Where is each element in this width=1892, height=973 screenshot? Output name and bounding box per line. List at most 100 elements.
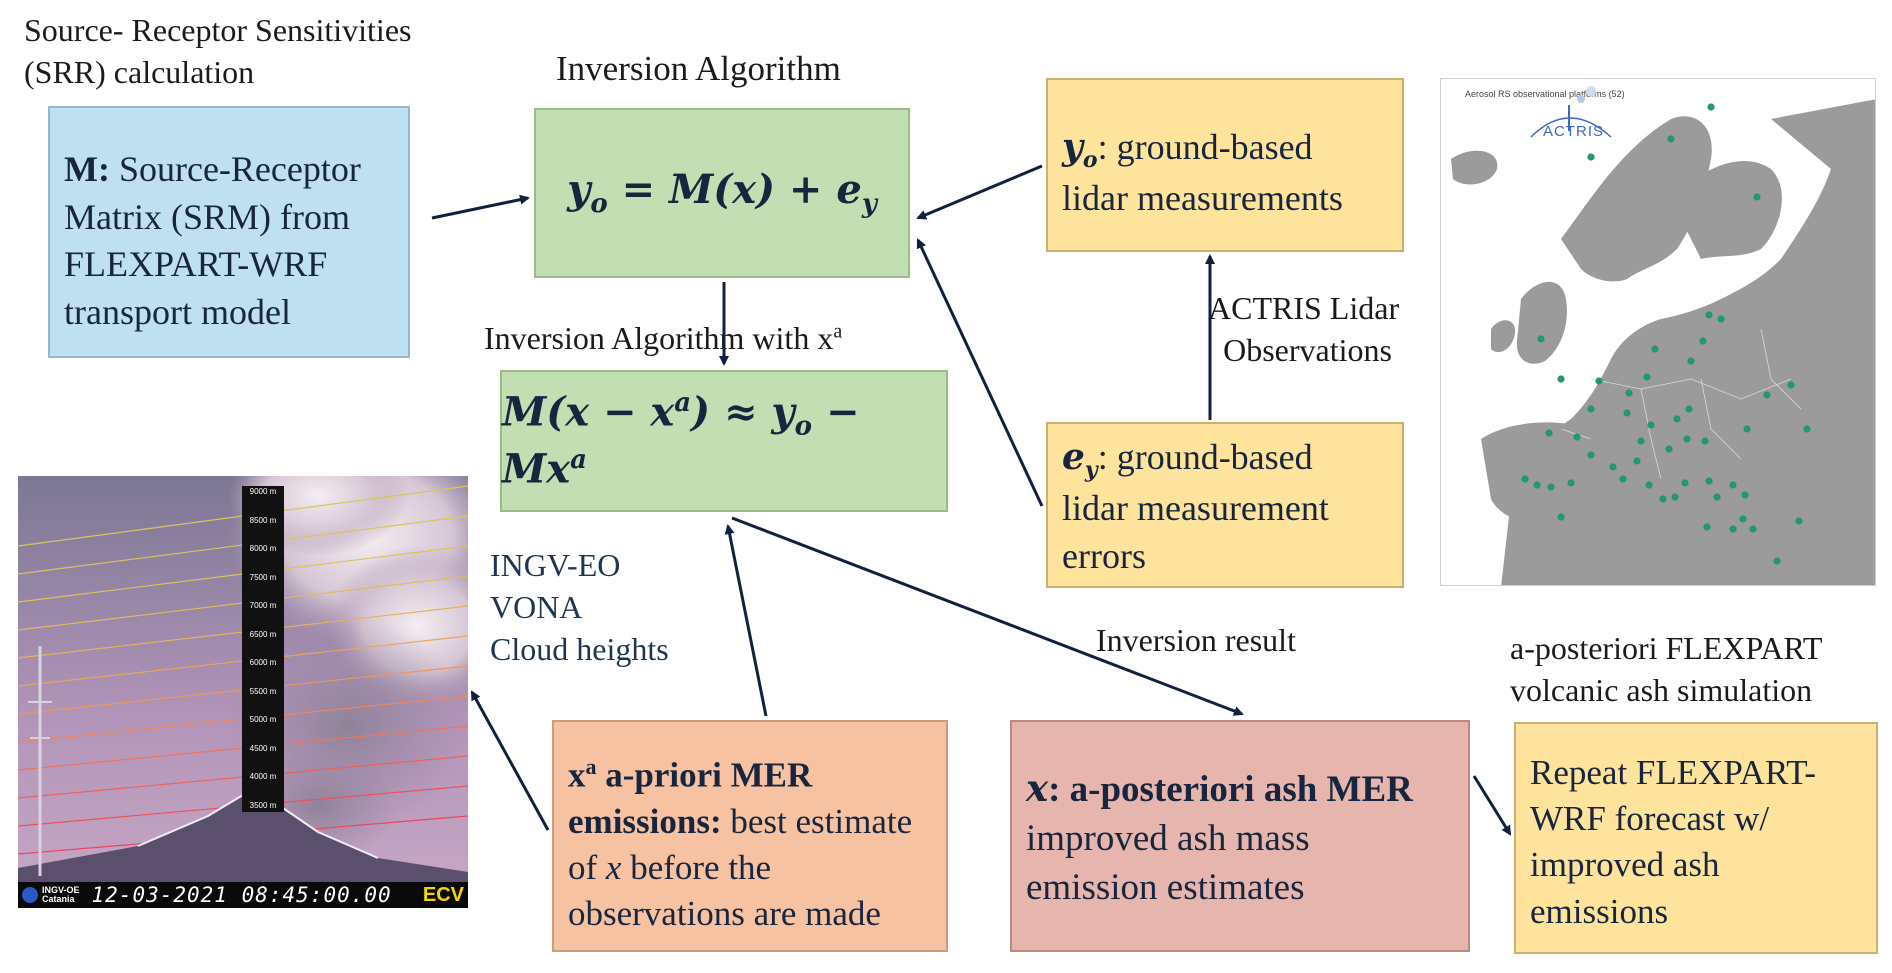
apriori-line2: emissions: best estimate bbox=[568, 801, 913, 841]
apriori-line4: observations are made bbox=[568, 894, 881, 934]
repeat-line4: emissions bbox=[1530, 891, 1669, 931]
borders bbox=[1560, 328, 1802, 480]
station-dot bbox=[1545, 429, 1553, 437]
height-label: 5000 m bbox=[249, 715, 277, 725]
arrow-errors-to-forward-model bbox=[916, 238, 1044, 507]
height-label: 6500 m bbox=[249, 629, 277, 639]
srr-label: Source- Receptor Sensitivities (SRR) cal… bbox=[24, 10, 411, 93]
height-label: 6000 m bbox=[249, 658, 277, 668]
repeat-forecast-box: Repeat FLEXPART- WRF forecast w/ improve… bbox=[1514, 722, 1878, 954]
arrow-aposteriori-to-repeat bbox=[1472, 775, 1512, 836]
inversion-algorithm-label: Inversion Algorithm bbox=[556, 49, 841, 88]
height-label: 7500 m bbox=[249, 572, 277, 582]
observations-line1: yo: ground-based bbox=[1062, 126, 1313, 174]
inversion-with-xa-text: Inversion Algorithm with x bbox=[484, 320, 834, 356]
station-dot bbox=[1671, 493, 1679, 501]
posteriori-flexpart-label: a-posteriori FLEXPART volcanic ash simul… bbox=[1510, 628, 1822, 711]
station-dot bbox=[1701, 437, 1709, 445]
station-dots bbox=[1521, 103, 1811, 565]
srm-line1: M: Source-Receptor bbox=[64, 149, 361, 189]
webcam-timestamp: 12-03-2021 08:45:00.00 bbox=[91, 883, 392, 907]
errors-line2: lidar measurement bbox=[1062, 488, 1329, 529]
aposteriori-emissions-box: x: a-posteriori ash MER improved ash mas… bbox=[1010, 720, 1470, 952]
station-dot bbox=[1595, 377, 1603, 385]
height-label: 7000 m bbox=[249, 601, 277, 611]
arrow-observations-to-forward-model bbox=[916, 164, 1043, 220]
station-dot bbox=[1673, 415, 1681, 423]
station-dot bbox=[1637, 437, 1645, 445]
inversion-equation-box: M(x − xa) ≈ yo − Mxa bbox=[500, 370, 948, 512]
webcam-scene bbox=[18, 476, 468, 908]
apriori-line1: xa a-priori MER bbox=[568, 754, 813, 795]
srm-line2: Matrix (SRM) from bbox=[64, 196, 350, 237]
station-dot bbox=[1699, 337, 1707, 345]
webcam-footer: INGV-OE Catania 12-03-2021 08:45:00.00 E… bbox=[18, 882, 468, 908]
station-dot bbox=[1683, 435, 1691, 443]
station-dot bbox=[1749, 525, 1757, 533]
inversion-result-label: Inversion result bbox=[1096, 622, 1296, 658]
aposteriori-line3: emission estimates bbox=[1026, 866, 1305, 908]
map-header: Aerosol RS observational platforms (52) bbox=[1465, 89, 1625, 99]
aposteriori-line2: improved ash mass bbox=[1026, 817, 1310, 859]
station-dot bbox=[1707, 103, 1715, 111]
landmass bbox=[1451, 99, 1875, 585]
station-dot bbox=[1787, 381, 1795, 389]
posteriori-label-line1: a-posteriori FLEXPART bbox=[1510, 630, 1823, 666]
station-dot bbox=[1587, 405, 1595, 413]
station-dot bbox=[1573, 433, 1581, 441]
actris-label-line1: ACTRIS Lidar bbox=[1208, 290, 1400, 326]
repeat-line2: WRF forecast w/ bbox=[1530, 799, 1770, 839]
station-dot bbox=[1533, 481, 1541, 489]
height-label: 4000 m bbox=[249, 772, 277, 782]
station-dot bbox=[1717, 315, 1725, 323]
station-dot bbox=[1713, 493, 1721, 501]
station-dot bbox=[1803, 425, 1811, 433]
station-dot bbox=[1587, 451, 1595, 459]
station-dot bbox=[1643, 373, 1651, 381]
webcam-camera-code: ECV bbox=[422, 883, 464, 906]
actris-logo-text: ACTRIS bbox=[1543, 123, 1605, 140]
station-dot bbox=[1619, 475, 1627, 483]
station-dot bbox=[1681, 479, 1689, 487]
station-dot bbox=[1651, 345, 1659, 353]
station-dot bbox=[1795, 517, 1803, 525]
ingv-label: INGV-EO VONA Cloud heights bbox=[490, 544, 669, 671]
ingv-label-line3: Cloud heights bbox=[490, 631, 669, 668]
height-label: 4500 m bbox=[249, 743, 277, 753]
arrow-srm-to-forward-model bbox=[431, 194, 530, 220]
errors-line3: errors bbox=[1062, 535, 1146, 576]
arrow-inversion-to-aposteriori bbox=[731, 516, 1244, 716]
station-dot bbox=[1547, 483, 1555, 491]
srm-line4: transport model bbox=[64, 291, 291, 332]
height-label: 9000 m bbox=[249, 487, 277, 496]
station-dot bbox=[1587, 153, 1595, 161]
observations-box: yo: ground-based lidar measurements bbox=[1046, 78, 1404, 252]
srm-line3: FLEXPART-WRF bbox=[64, 244, 328, 285]
actris-station-map: Aerosol RS observational platforms (52) bbox=[1440, 78, 1876, 586]
station-dot bbox=[1729, 525, 1737, 533]
station-dot bbox=[1625, 389, 1633, 397]
srr-label-line2: (SRR) calculation bbox=[24, 53, 255, 90]
observations-line2: lidar measurements bbox=[1062, 178, 1343, 219]
ingv-label-line1: INGV-EO bbox=[490, 547, 621, 583]
station-dot bbox=[1743, 425, 1751, 433]
station-dot bbox=[1687, 357, 1695, 365]
posteriori-label-line2: volcanic ash simulation bbox=[1510, 671, 1813, 708]
errors-line1: ey: ground-based bbox=[1062, 436, 1313, 484]
station-dot bbox=[1753, 193, 1761, 201]
ingv-logo-icon bbox=[22, 887, 38, 903]
actris-label: ACTRIS Lidar Observations bbox=[1208, 288, 1399, 371]
station-dot bbox=[1705, 311, 1713, 319]
apriori-line3: of x before the bbox=[568, 848, 772, 888]
ingv-logo-text: INGV-OE Catania bbox=[42, 885, 80, 904]
forward-model-equation: yo = M(x) + ey bbox=[567, 166, 877, 220]
station-dot bbox=[1537, 335, 1545, 343]
station-dot bbox=[1557, 513, 1565, 521]
inversion-with-xa-sup: a bbox=[833, 320, 843, 343]
actris-label-line2: Observations bbox=[1223, 331, 1392, 368]
station-dot bbox=[1521, 475, 1529, 483]
